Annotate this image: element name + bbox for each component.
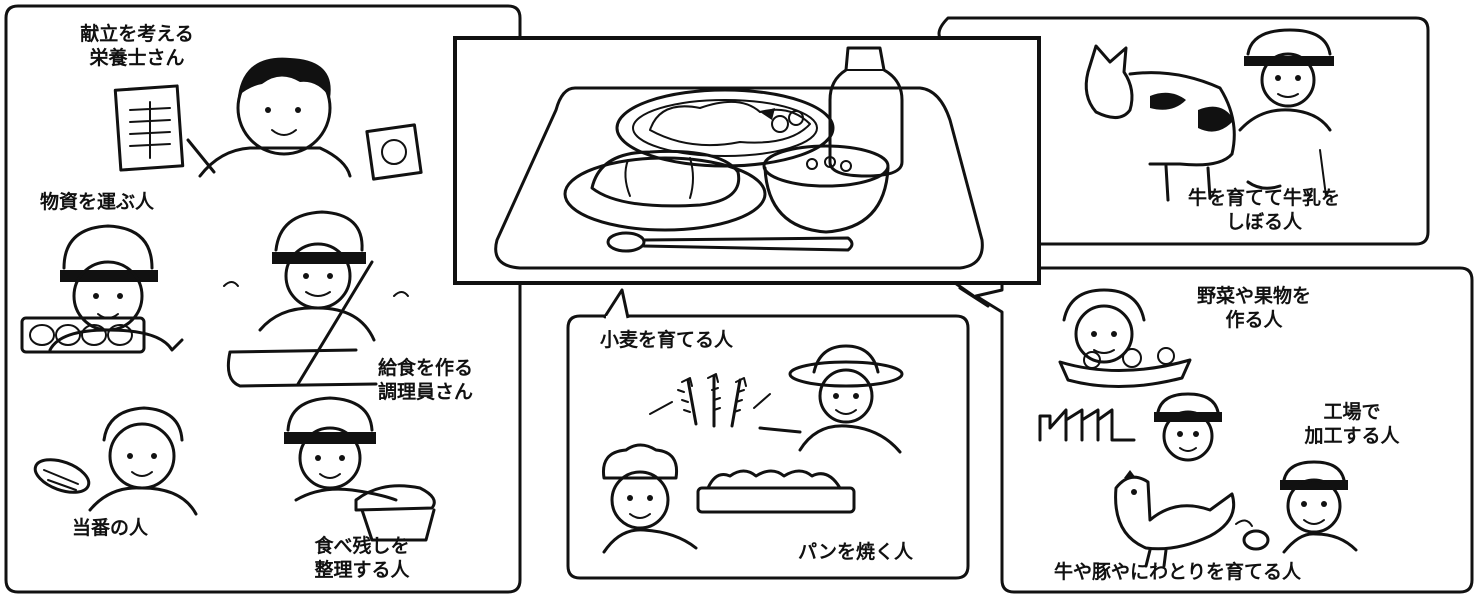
label-transporter: 物資を運ぶ人 <box>40 191 155 213</box>
label-livestock: 牛や豚やにわとりを育てる人 <box>1054 561 1302 583</box>
label-wheat: 小麦を育てる人 <box>600 329 734 351</box>
label-vegetables-line1: 野菜や果物を <box>1196 285 1311 307</box>
wheat-stalks <box>649 373 771 428</box>
label-factory: 工場で 加工する人 <box>1292 400 1412 448</box>
label-cook: 給食を作る 調理員さん <box>378 356 473 404</box>
lunch-tray-illustration <box>453 36 1041 308</box>
label-baker: パンを焼く人 <box>798 541 913 563</box>
label-dairy-line1: 牛を育てて牛乳を <box>1187 187 1340 209</box>
chicken-figure <box>1114 470 1270 568</box>
label-factory-line1: 工場で <box>1323 401 1381 423</box>
label-cook-line2: 調理員さん <box>378 381 474 403</box>
baker-figure <box>601 443 856 554</box>
cow-figure <box>1084 44 1327 202</box>
factory-chimneys <box>1038 408 1136 442</box>
livestock-farmer-figure <box>1280 460 1358 554</box>
label-vegetables-line2: 作る人 <box>1225 309 1283 331</box>
label-leftovers-line2: 整理する人 <box>314 559 410 581</box>
label-nutritionist: 献立を考える 栄養士さん <box>52 22 222 70</box>
panel-left-school-staff <box>4 4 522 594</box>
panel-wheat-bakery <box>566 288 970 580</box>
leftovers-worker-figure <box>284 396 436 542</box>
factory-worker-figure <box>1154 392 1222 462</box>
label-factory-line2: 加工する人 <box>1304 425 1400 447</box>
label-vegetables: 野菜や果物を 作る人 <box>1184 284 1324 332</box>
label-nutritionist-line1: 献立を考える <box>80 23 194 45</box>
duty-student-figure <box>33 406 198 516</box>
label-cook-line1: 給食を作る <box>378 357 474 379</box>
label-dairy-line2: しぼる人 <box>1225 211 1302 233</box>
vegetable-farmer-figure <box>1058 288 1192 389</box>
label-leftovers-line1: 食べ残しを <box>314 535 410 557</box>
nutritionist-figure <box>113 57 423 181</box>
label-duty: 当番の人 <box>72 517 149 539</box>
cook-figure <box>223 210 409 388</box>
transporter-figure <box>20 224 184 354</box>
label-leftovers: 食べ残しを 整理する人 <box>292 534 432 582</box>
wheat-farmer-figure <box>758 344 904 454</box>
label-nutritionist-line2: 栄養士さん <box>89 47 185 69</box>
label-dairy: 牛を育てて牛乳を しぼる人 <box>1176 186 1352 234</box>
panel-dairy-farm <box>937 16 1430 246</box>
dairy-farmer-figure <box>1238 28 1334 132</box>
